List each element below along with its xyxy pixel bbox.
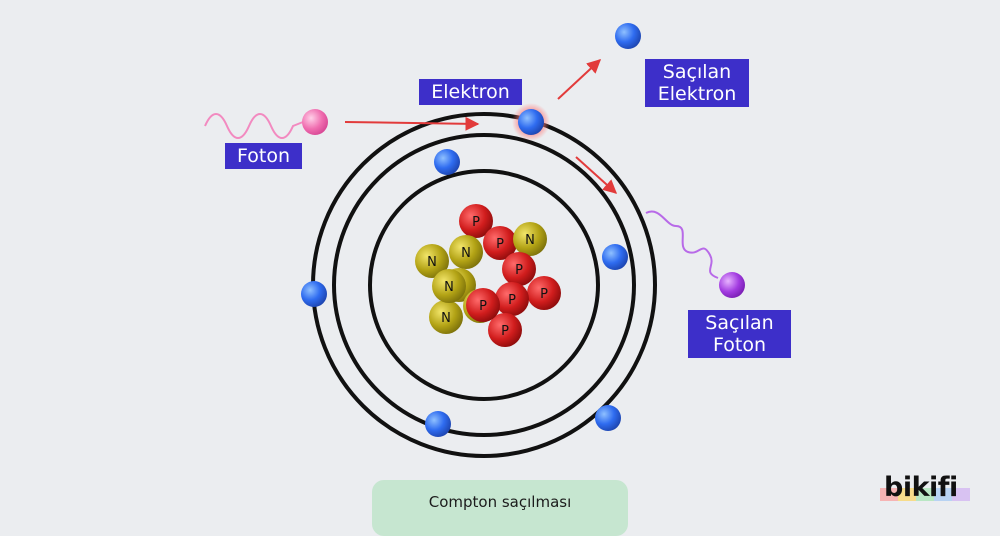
electron (434, 149, 460, 175)
scattered-electron-arrow (557, 59, 602, 100)
proton-label: P (479, 299, 487, 314)
photon-label: Foton (225, 143, 302, 169)
proton (466, 288, 500, 322)
proton-label: P (515, 263, 523, 278)
neutron-label: N (525, 233, 535, 248)
caption: Compton saçılması (372, 480, 628, 536)
orbit-inner (368, 169, 600, 401)
scattered-photon-particle (719, 272, 745, 298)
neutron (429, 300, 463, 334)
compton-scattering-diagram: NPNPNPNPNPNPNP (204, 23, 745, 458)
neutron (432, 269, 466, 303)
electron-label: Elektron (419, 79, 522, 105)
scattered-photon (645, 210, 745, 298)
orbit-middle (332, 133, 636, 437)
proton (483, 226, 517, 260)
electron (301, 281, 327, 307)
target-electron (518, 109, 544, 135)
neutron (415, 244, 449, 278)
nucleus: NPNPNPNPNPNPNP (415, 204, 561, 347)
proton-label: P (496, 237, 504, 252)
proton-label: P (540, 287, 548, 302)
orbit-electrons (301, 149, 628, 437)
electron (425, 411, 451, 437)
scattered-photon-label: Saçılan Foton (688, 310, 791, 358)
incoming-photon-wave (204, 113, 304, 139)
electron (595, 405, 621, 431)
incoming-arrow (344, 116, 480, 131)
neutron-label: N (441, 311, 451, 326)
bikifi-logo: bikifi (880, 472, 972, 508)
scattered-photon-arrow (575, 156, 618, 194)
proton (488, 313, 522, 347)
scattered-electron-label: Saçılan Elektron (645, 59, 749, 107)
proton (502, 252, 536, 286)
neutron (449, 235, 483, 269)
neutron-label: N (444, 280, 454, 295)
proton (527, 276, 561, 310)
neutron-label: N (461, 246, 471, 261)
proton-label: P (501, 324, 509, 339)
neutron-label: N (427, 255, 437, 270)
proton-label: P (508, 293, 516, 308)
orbit-outer (311, 112, 657, 458)
orbits (311, 112, 657, 458)
incoming-photon (204, 109, 328, 139)
proton (495, 282, 529, 316)
incoming-photon-particle (302, 109, 328, 135)
proton-label: P (472, 215, 480, 230)
scattered-photon-wave (645, 210, 719, 279)
scattered-electron (615, 23, 641, 49)
electron (602, 244, 628, 270)
neutron (513, 222, 547, 256)
proton (459, 204, 493, 238)
